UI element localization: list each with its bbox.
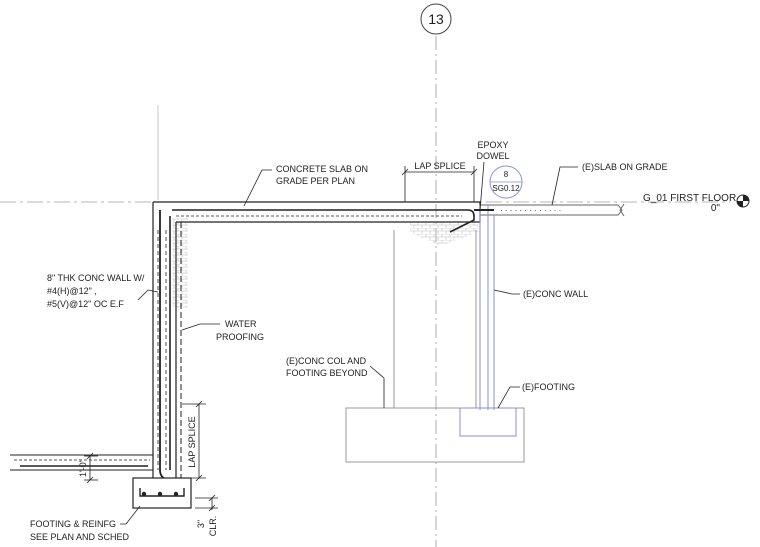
clear-dimension	[195, 494, 218, 512]
lap-splice-vertical-dimension	[182, 400, 206, 482]
wall-label-2: #4(H)@12" ,	[47, 286, 97, 296]
level-target-icon	[736, 194, 750, 208]
one-foot-dimension	[84, 452, 98, 484]
lap-splice-top-dimension	[401, 166, 478, 202]
existing-slab-dots: · · · · · · · · · · · · ·	[500, 206, 561, 215]
soil-hatch-top	[176, 222, 478, 246]
level-name: G_01 FIRST FLOOR	[643, 193, 736, 204]
new-footing	[132, 477, 192, 509]
existing-column-footing	[345, 407, 525, 463]
soil-hatch-wall	[172, 218, 188, 308]
level-elevation: 0"	[711, 203, 721, 214]
lap-splice-vertical-label: LAP SPLICE	[187, 416, 197, 467]
wall-label-1: 8" THK CONC WALL W/	[47, 273, 145, 283]
existing-wall-leader	[493, 289, 520, 295]
footing-label-1: FOOTING & REINFG	[30, 519, 116, 529]
existing-slab	[480, 203, 625, 217]
footing-label-2: SEE PLAN AND SCHED	[30, 532, 130, 542]
existing-column-leader	[369, 365, 385, 408]
slab-label-2: GRADE PER PLAN	[276, 176, 355, 186]
existing-column-label-1: (E)CONC COL AND	[286, 356, 367, 366]
lower-slab	[10, 454, 153, 471]
epoxy-label-1: EPOXY	[477, 140, 508, 150]
existing-slab-leader	[551, 166, 578, 206]
new-wall	[152, 202, 180, 488]
grid-bubble[interactable]: 13	[420, 3, 452, 35]
existing-footing-leader	[497, 386, 520, 409]
waterproofing-leader	[181, 323, 220, 331]
section-tag-sheet: SG0.12	[492, 184, 520, 193]
existing-column	[393, 230, 477, 408]
wall-label-3: #5(V)@12" OC E.F	[47, 299, 124, 309]
waterproofing-label-2: PROOFING	[216, 332, 264, 342]
section-tag[interactable]: 8 SG0.12	[489, 165, 523, 199]
epoxy-leader	[479, 161, 485, 211]
grid-bubble-label: 13	[428, 11, 444, 27]
footing-leader	[120, 505, 141, 525]
waterproofing-label-1: WATER	[225, 319, 257, 329]
slab-leader	[243, 169, 272, 207]
one-foot-label: 1'-0"	[78, 459, 88, 477]
clear-label-2: CLR.	[208, 516, 218, 537]
wall-leader	[137, 289, 159, 301]
slab-label-1: CONCRETE SLAB ON	[276, 164, 368, 174]
existing-wall-label: (E)CONC WALL	[523, 289, 588, 299]
existing-slab-label: (E)SLAB ON GRADE	[582, 162, 668, 172]
section-tag-number: 8	[504, 170, 509, 179]
existing-column-label-2: FOOTING BEYOND	[286, 368, 368, 378]
clear-label-1: 3"	[196, 520, 206, 528]
existing-wall	[479, 205, 495, 410]
existing-wall-footing	[459, 407, 517, 437]
lap-splice-top-label: LAP SPLICE	[414, 161, 465, 171]
existing-footing-label: (E)FOOTING	[522, 382, 575, 392]
epoxy-label-2: DOWEL	[476, 151, 509, 161]
